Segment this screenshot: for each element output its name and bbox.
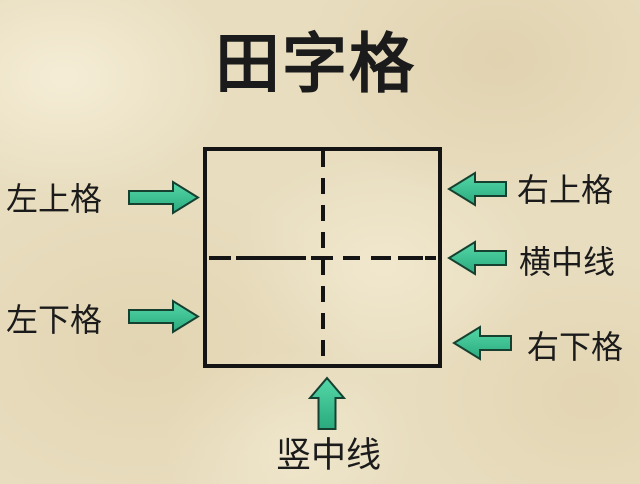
- arrow-right-icon: [128, 180, 200, 215]
- arrow-right-icon: [128, 299, 200, 334]
- arrow-up-icon: [307, 376, 347, 430]
- label-horizontal-middle-line: 横中线: [519, 244, 616, 280]
- horizontal-middle-line: [209, 255, 436, 260]
- label-upper-right-cell: 右上格: [517, 172, 614, 208]
- arrow-left-icon: [447, 240, 507, 276]
- arrow-left-icon: [452, 325, 512, 361]
- label-vertical-middle-line: 竖中线: [276, 436, 382, 475]
- page-title: 田字格: [214, 29, 416, 101]
- arrow-left-icon: [447, 171, 507, 207]
- label-lower-right-cell: 右下格: [527, 329, 624, 365]
- label-upper-left-cell: 左上格: [6, 181, 103, 217]
- label-lower-left-cell: 左下格: [6, 302, 103, 338]
- tianzige-grid: [203, 147, 442, 368]
